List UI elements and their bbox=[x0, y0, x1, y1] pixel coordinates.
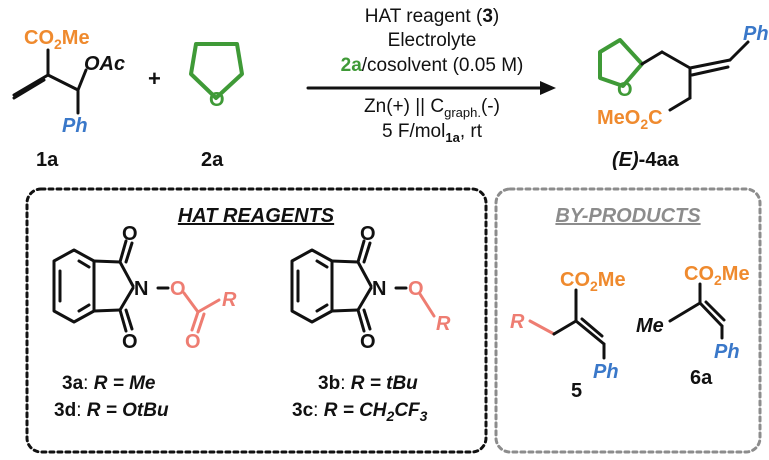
condition-hat-reagent: HAT reagent (3) bbox=[365, 6, 499, 27]
bp5-co2me: CO2Me bbox=[560, 269, 626, 294]
hat-a-o-link: O bbox=[170, 278, 186, 300]
reaction-arrow bbox=[306, 81, 556, 95]
bp6a-label: 6a bbox=[690, 367, 713, 389]
hat-a-carbonyl-o-bottom: O bbox=[122, 331, 138, 353]
thf-label-2a: 2a bbox=[201, 149, 224, 171]
bp5-ph: Ph bbox=[593, 361, 619, 383]
byproduct-5-bonds bbox=[528, 288, 606, 360]
substrate-co2me: CO2Me bbox=[24, 27, 90, 52]
bp6a-ph: Ph bbox=[714, 341, 740, 363]
hat-label-3c: 3c: R = CH2CF3 bbox=[292, 400, 428, 424]
plus-sign: + bbox=[148, 66, 161, 91]
hat-a-o-carbonyl: O bbox=[185, 331, 201, 353]
substrate-label-1a: 1a bbox=[36, 149, 59, 171]
hat-a-carbonyl-o-top: O bbox=[122, 223, 138, 245]
hat-b-r: R bbox=[436, 313, 451, 335]
product-ph: Ph bbox=[743, 23, 769, 45]
byproduct-6a-bonds bbox=[668, 282, 726, 340]
hat-b-nitrogen: N bbox=[372, 278, 386, 300]
hat-reagents-box bbox=[25, 187, 488, 454]
product-meo2c: MeO2C bbox=[597, 107, 663, 132]
thf-oxygen: O bbox=[209, 89, 225, 111]
bp5-label: 5 bbox=[571, 380, 582, 402]
hat-b-carbonyl-o-top: O bbox=[360, 223, 376, 245]
hat-b-o-link: O bbox=[408, 278, 424, 300]
bp6a-me: Me bbox=[636, 315, 664, 337]
by-products-title: BY-PRODUCTS bbox=[555, 205, 701, 227]
hat-reagents-title: HAT REAGENTS bbox=[178, 205, 335, 227]
bp6a-co2me: CO2Me bbox=[684, 263, 750, 288]
condition-electrodes: Zn(+) || Cgraph.(-) bbox=[364, 96, 500, 120]
hat-b-carbonyl-o-bottom: O bbox=[360, 331, 376, 353]
product-oxygen: O bbox=[617, 79, 633, 101]
hat-label-3d: 3d: R = OtBu bbox=[54, 400, 169, 421]
hat-reagent-b-bonds bbox=[290, 239, 408, 333]
hat-reagent-a-ester-bonds bbox=[182, 291, 221, 334]
hat-a-nitrogen: N bbox=[134, 278, 148, 300]
hat-reagent-b-alkoxy-bonds bbox=[418, 292, 436, 318]
by-products-box bbox=[494, 187, 762, 454]
substrate-ph: Ph bbox=[62, 115, 88, 137]
substrate-oac: OAc bbox=[84, 53, 125, 75]
product-label: (E)-4aa bbox=[612, 149, 680, 171]
product-4aa-bonds bbox=[598, 38, 750, 112]
bp5-r: R bbox=[510, 311, 525, 333]
hat-label-3b: 3b: R = tBu bbox=[318, 373, 418, 394]
condition-charge: 5 F/mol1a, rt bbox=[382, 121, 483, 145]
hat-reagent-a-bonds bbox=[52, 239, 170, 333]
condition-solvent: 2a/cosolvent (0.05 M) bbox=[341, 55, 524, 76]
hat-label-3a: 3a: R = Me bbox=[62, 373, 156, 394]
substrate-1a-bonds bbox=[12, 48, 88, 115]
thf-ring bbox=[189, 42, 244, 100]
hat-a-r: R bbox=[222, 289, 237, 311]
condition-electrolyte: Electrolyte bbox=[388, 30, 477, 51]
